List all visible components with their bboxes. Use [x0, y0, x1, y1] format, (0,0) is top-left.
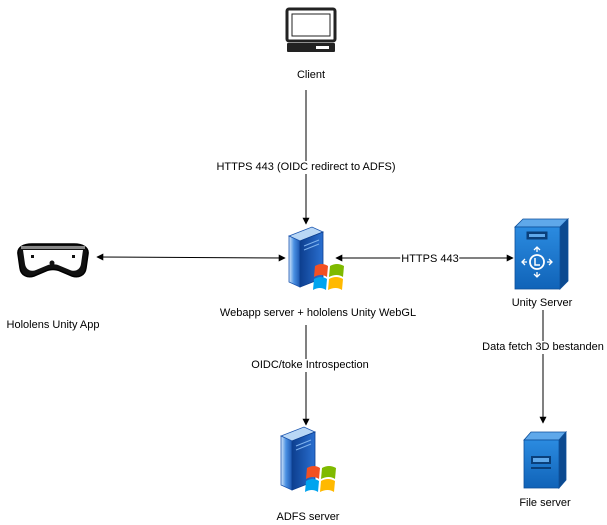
desktop-monitor-icon	[285, 7, 337, 52]
server-tower-icon	[514, 218, 569, 290]
edge-label-webapp-adfs: OIDC/toke Introspection	[250, 359, 370, 372]
client-label: Client	[296, 69, 326, 81]
windows-server-icon	[279, 426, 336, 492]
server-tower-icon	[523, 430, 567, 490]
windows-server-icon	[287, 226, 344, 290]
edge-hololens-webapp	[96, 253, 286, 262]
unity-server-label: Unity Server	[511, 297, 573, 309]
hololens-app-label: Hololens Unity App	[6, 319, 100, 331]
edge-label-client-webapp: HTTPS 443 (OIDC redirect to ADFS)	[215, 161, 397, 174]
edge-label-unity-file: Data fetch 3D bestanden	[481, 341, 605, 354]
edge-label-webapp-unity: HTTPS 443	[400, 253, 460, 266]
hololens-headset-icon	[17, 243, 89, 278]
adfs-server-label: ADFS server	[276, 511, 340, 523]
file-server-label: File server	[519, 497, 571, 509]
webapp-server-label: Webapp server + hololens Unity WebGL	[219, 307, 417, 319]
